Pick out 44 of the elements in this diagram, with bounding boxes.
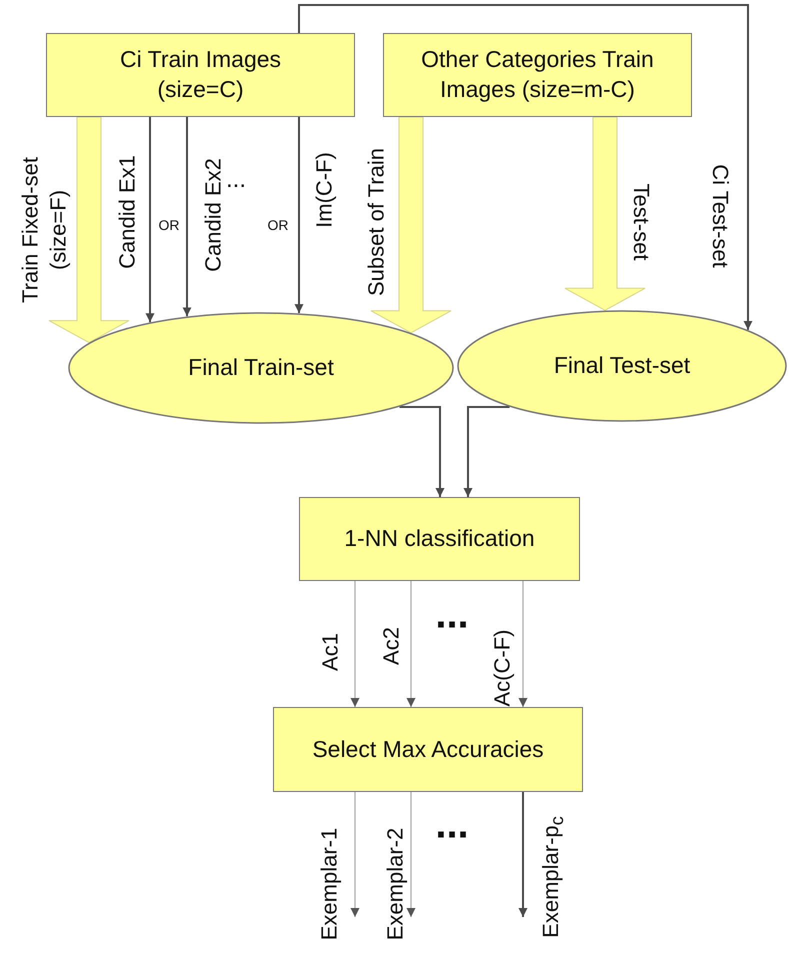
arrow bbox=[464, 406, 510, 497]
node-label: Select Max Accuracies bbox=[311, 734, 545, 764]
arrow bbox=[182, 117, 192, 316]
edge-label: Test-set bbox=[628, 183, 655, 261]
edge-label: Candid Ex2 bbox=[199, 158, 226, 272]
edge-label: Ci Test-set bbox=[706, 164, 734, 268]
edge-label: Ac2 bbox=[377, 627, 404, 665]
process-box bbox=[273, 707, 583, 792]
arrow bbox=[406, 581, 416, 707]
edge-label: Ac1 bbox=[316, 633, 344, 671]
process-box bbox=[299, 497, 580, 581]
or-label: OR bbox=[268, 217, 288, 233]
block-arrow bbox=[48, 116, 130, 344]
arrow bbox=[146, 117, 154, 322]
block-arrow bbox=[564, 116, 646, 311]
arrow bbox=[294, 117, 304, 314]
edge-label: Subset of Train bbox=[362, 148, 390, 296]
edge-label: Exemplar-1 bbox=[315, 828, 342, 940]
edge-label: Candid Ex1 bbox=[113, 155, 140, 269]
arrow bbox=[406, 792, 416, 917]
node-label: Other Categories Train Images (size=m-C) bbox=[420, 45, 655, 104]
arrow bbox=[350, 792, 360, 917]
process-box bbox=[46, 33, 355, 117]
edge-label: Train Fixed-set (size=F) bbox=[16, 156, 71, 305]
arrow bbox=[298, 4, 752, 330]
edge-label: Exemplar-2 bbox=[381, 828, 408, 940]
arrow bbox=[400, 406, 444, 497]
arrow bbox=[350, 581, 360, 707]
ellipsis-label: ... bbox=[226, 166, 246, 194]
edge-label: Ac(C-F) bbox=[488, 630, 516, 706]
arrow bbox=[518, 792, 528, 917]
data-set-ellipse bbox=[68, 312, 454, 424]
block-arrow bbox=[370, 116, 452, 334]
node-label: Ci Train Images (size=C) bbox=[118, 45, 282, 104]
arrow bbox=[518, 581, 528, 707]
process-box bbox=[383, 33, 692, 117]
edge-label: Im(C-F) bbox=[310, 152, 338, 228]
node-label: 1-NN classification bbox=[343, 524, 536, 554]
or-label: OR bbox=[158, 217, 180, 233]
node-label: Final Test-set bbox=[552, 351, 692, 380]
ellipsis-label: ... bbox=[435, 592, 469, 638]
ellipsis-label: ... bbox=[435, 802, 469, 848]
node-label: Final Train-set bbox=[187, 353, 335, 382]
data-set-ellipse bbox=[457, 310, 787, 422]
